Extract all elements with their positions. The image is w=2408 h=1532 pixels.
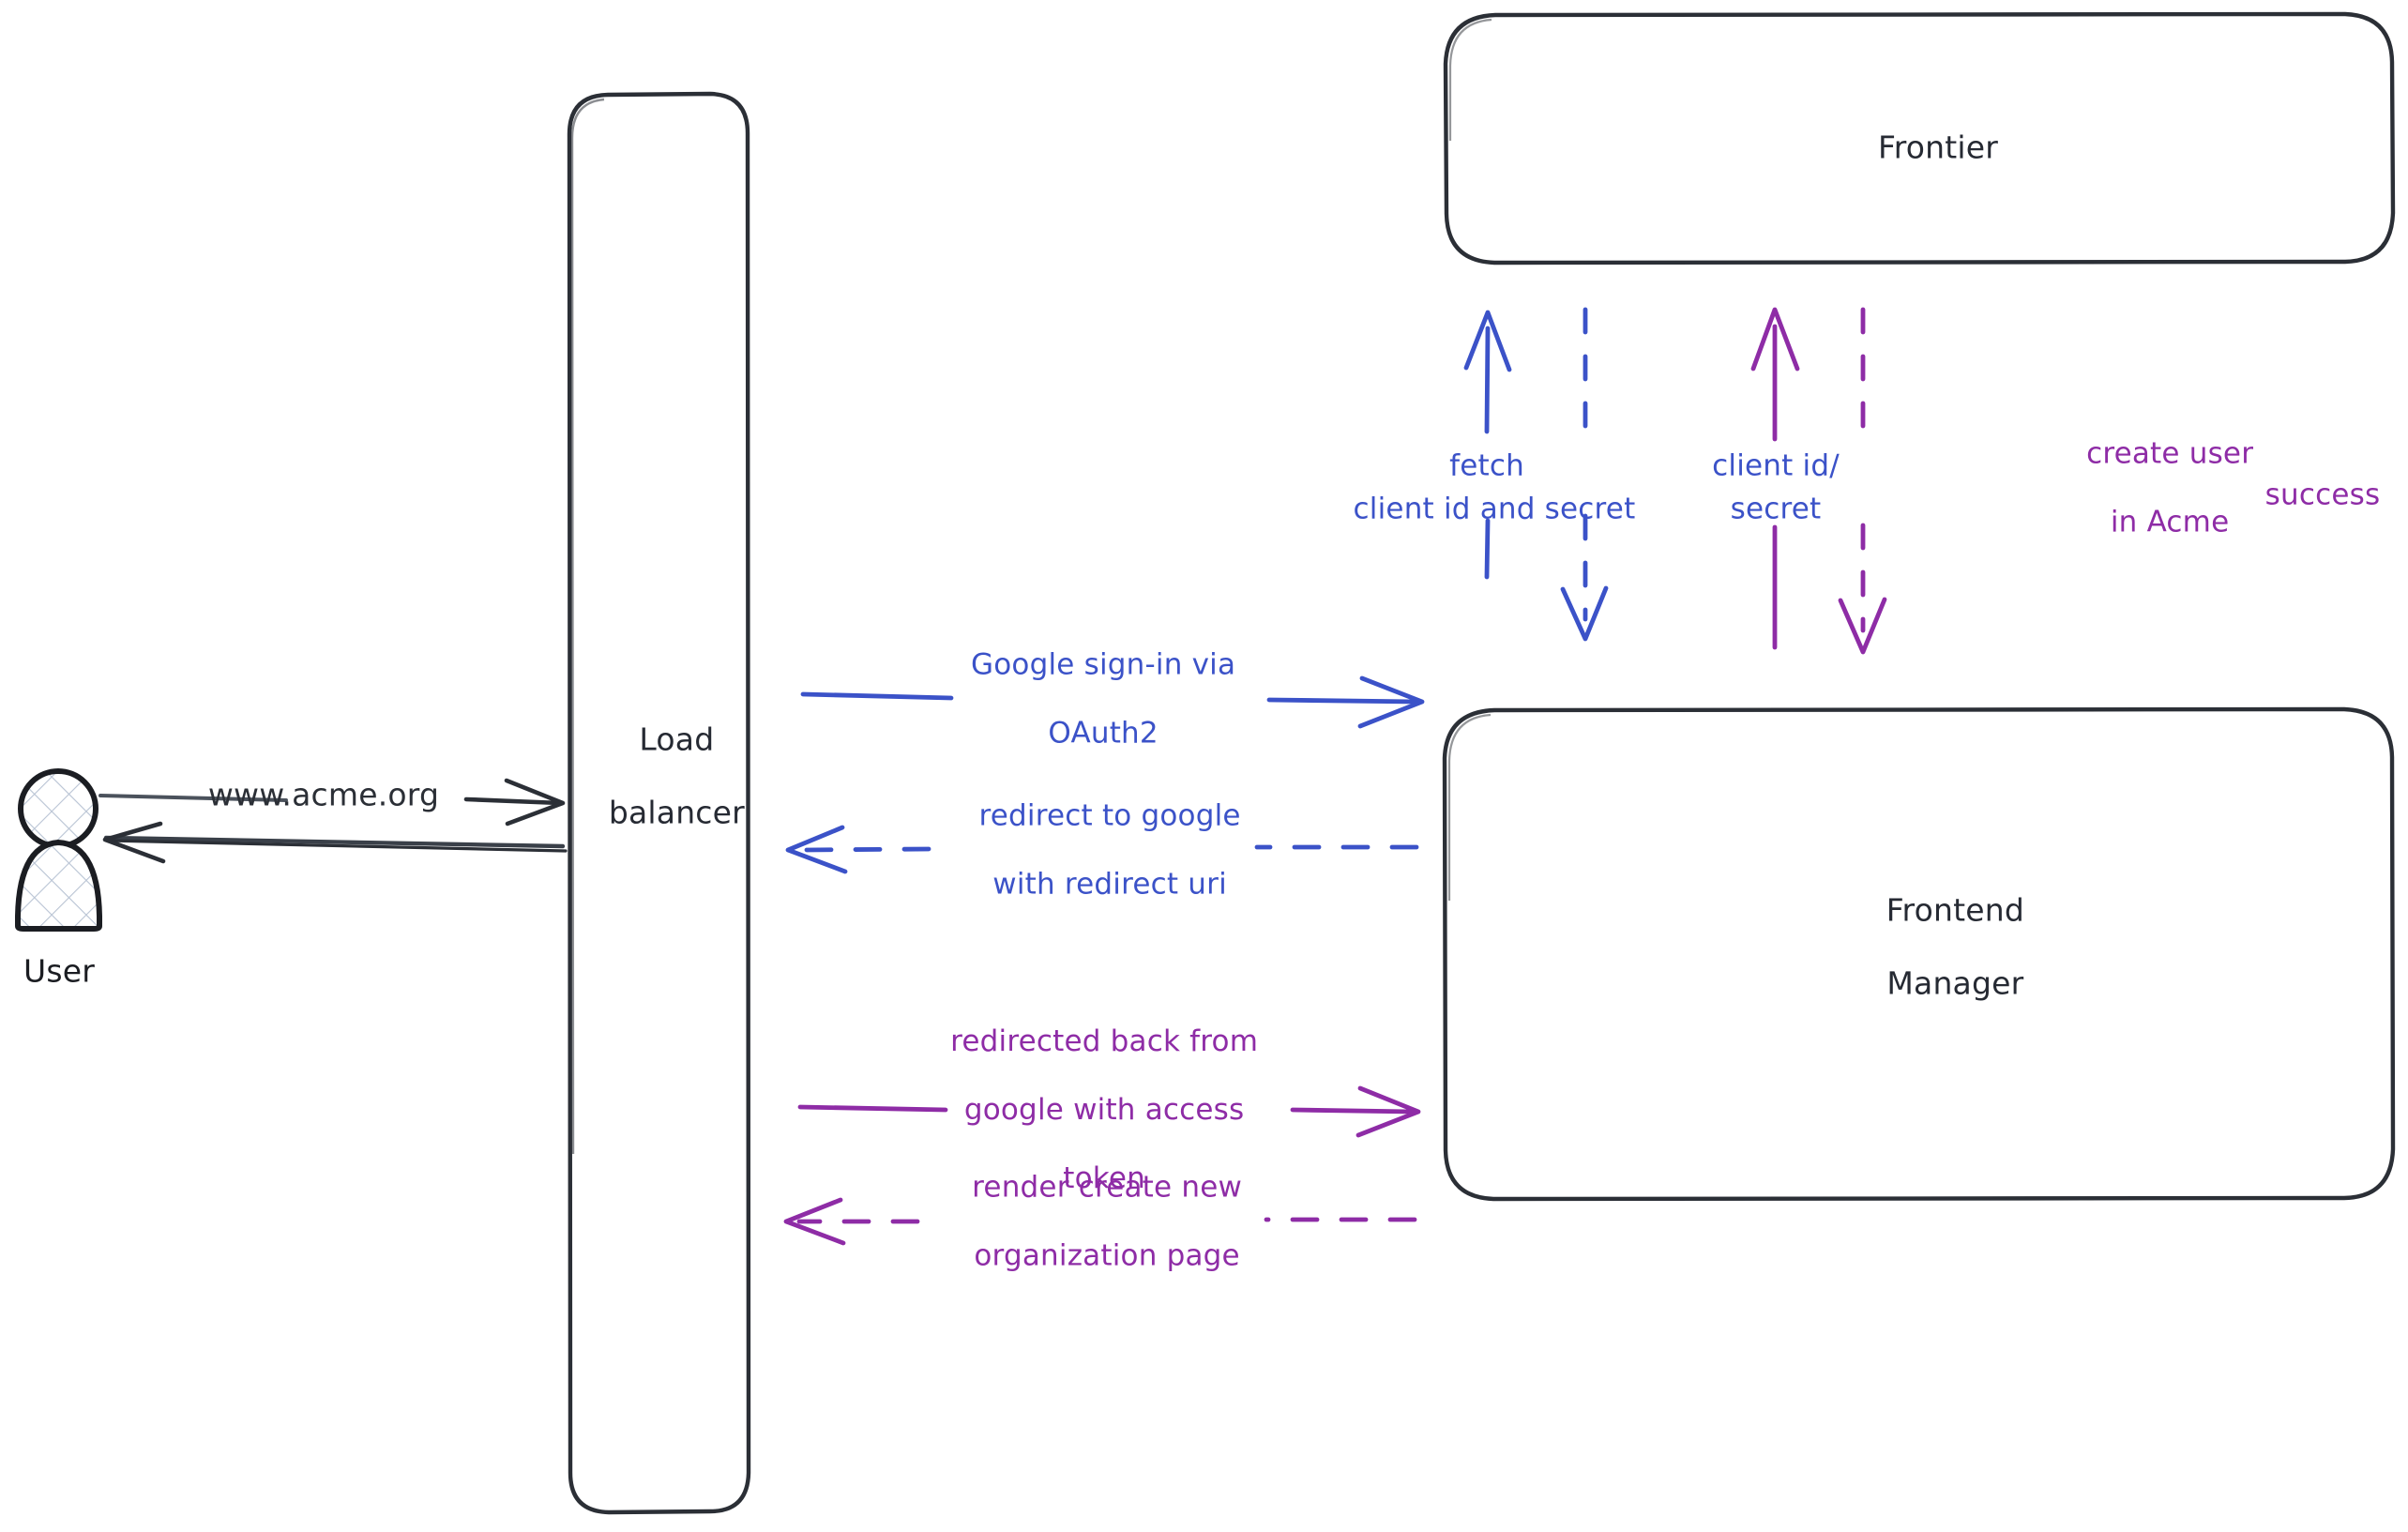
node-load-balancer-box[interactable]	[567, 91, 751, 1515]
node-load-balancer-label-line1: Load	[639, 720, 715, 758]
node-load-balancer-label-line2: balancer	[608, 794, 745, 831]
node-frontend-manager-box[interactable]	[1442, 706, 2396, 1202]
edge-label-render-create-org: render create new organization page	[934, 1136, 1242, 1308]
edge-fm-to-lb-redirect	[785, 825, 1419, 874]
edge-label-create-user: create user in Acme	[2049, 402, 2253, 574]
node-load-balancer-label: Load balancer	[568, 686, 745, 869]
node-frontend-manager-label-line1: Frontend	[1886, 891, 2024, 929]
node-frontend-manager-label-line2: Manager	[1886, 964, 2024, 1002]
edge-label-fetch-line1: fetch	[1449, 448, 1524, 483]
edge-label-google-signin-line2: OAuth2	[1048, 716, 1159, 751]
edge-label-google-signin: Google sign-in via OAuth2	[933, 614, 1235, 785]
edge-label-success: success	[2264, 478, 2381, 512]
edge-label-fetch-line2: client id and secret	[1353, 492, 1636, 526]
edge-label-redirected-back-line3: token	[1063, 1160, 1145, 1195]
edge-label-redirect-to-google-line1: redirect to google	[978, 798, 1241, 833]
node-frontend-manager-label: Frontend Manager	[1846, 857, 2024, 1039]
edge-lb-to-fm-signin	[800, 675, 1425, 729]
edge-label-create-user-line1: create user	[2086, 436, 2254, 471]
edge-label-redirect-to-google: redirect to google with redirect uri	[941, 765, 1241, 936]
user-actor-icon	[14, 768, 103, 932]
edge-label-render-create-org-line1: render create new	[972, 1170, 1243, 1205]
edge-label-www-acme-org: www.acme.org	[207, 776, 440, 813]
edge-label-redirected-back: redirected back from google with access …	[913, 990, 1258, 1230]
edge-lb-to-fm-token	[797, 1085, 1421, 1138]
node-frontier-box[interactable]	[1443, 11, 2396, 265]
edge-label-redirected-back-line2: google with access	[963, 1092, 1245, 1127]
edge-frontier-to-fm-creds	[1560, 307, 1609, 642]
edge-label-google-signin-line1: Google sign-in via	[971, 647, 1236, 682]
edge-label-redirected-back-line1: redirected back from	[950, 1024, 1259, 1058]
edge-label-redirect-to-google-line2: with redirect uri	[992, 867, 1227, 902]
edge-frontier-to-fm-success	[1838, 307, 1887, 655]
node-frontier-label: Frontier	[1877, 129, 1999, 166]
edge-label-client-id-line2: secret	[1730, 492, 1822, 526]
edge-lb-to-user	[102, 821, 568, 864]
edge-fm-to-frontier-fetch	[1463, 310, 1512, 580]
edge-label-create-user-line2: in Acme	[2110, 505, 2230, 539]
user-actor-label: User	[23, 952, 96, 990]
edge-label-client-id-line1: client id/	[1712, 448, 1840, 483]
edge-fm-to-lb-render	[783, 1197, 1417, 1246]
edge-fm-to-frontier-createuser	[1750, 307, 1800, 650]
edge-user-to-lb	[98, 778, 566, 827]
edge-label-render-create-org-line2: organization page	[974, 1238, 1240, 1273]
